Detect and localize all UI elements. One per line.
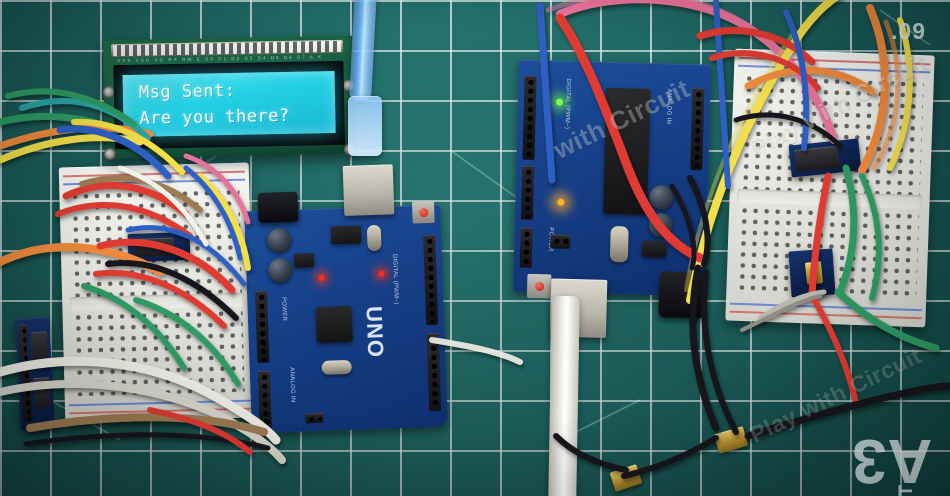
left-board-icsp-header — [305, 412, 324, 424]
right-board-regulator — [641, 240, 667, 258]
left-board-digital-header-b — [426, 332, 442, 412]
left-board-silk-digital: DIGITAL (PWM~) — [391, 253, 400, 305]
right-board-cap-2 — [648, 212, 674, 238]
left-arduino-board: UNO POWER ANALOG IN DIGITAL (PWM~) — [244, 164, 448, 434]
left-board-silk-power: POWER — [280, 296, 288, 322]
left-board-regulator — [293, 253, 315, 268]
left-board-mcu — [315, 305, 353, 344]
left-board-power-jack — [257, 191, 299, 223]
mat-size-label: A3 — [850, 426, 932, 495]
left-board-usb-connector — [342, 164, 395, 216]
lcd-bezel: Msg Sent: Are you there? — [113, 60, 345, 150]
right-board-digital-header-a — [522, 75, 537, 160]
left-board-digital-header-a — [423, 234, 439, 326]
right-board-power-header — [519, 227, 533, 268]
left-board-analog-header — [257, 370, 272, 430]
lcd-display-module: VSS VDD VO RS RW E D0 D1 D2 D3 D4 D5 D6 … — [102, 35, 357, 161]
left-bottom-radio-module — [15, 317, 55, 431]
left-board-crystal-2 — [321, 359, 352, 375]
mat-corner-number: .09 — [891, 18, 926, 44]
left-nrf-module — [127, 231, 191, 263]
left-board-cap-2 — [267, 257, 293, 283]
left-board-power-led — [318, 274, 325, 281]
right-board-digital-header-b — [520, 165, 535, 220]
right-board-power-jack — [658, 271, 706, 319]
right-board-tx-led — [557, 198, 565, 206]
left-board-power-header — [254, 290, 270, 364]
blue-usb-connector-shell — [348, 96, 382, 156]
left-breadboard — [58, 162, 256, 423]
right-board-crystal — [609, 225, 629, 263]
right-board-reset-button[interactable] — [526, 273, 552, 299]
mat-word-label: MAT — [896, 484, 918, 496]
lcd-line-2: Are you there? — [139, 105, 290, 129]
right-sma-connector — [804, 261, 824, 285]
left-board-silk-uno: UNO — [361, 305, 389, 359]
right-board-power-led — [555, 98, 564, 106]
lcd-line-1: Msg Sent: — [138, 80, 236, 103]
lcd-screen: Msg Sent: Are you there? — [122, 70, 336, 138]
right-board-icsp-header — [550, 234, 571, 249]
left-board-reset-button[interactable] — [411, 200, 435, 224]
right-board-silk-digital: DIGITAL (PWM~) — [563, 78, 571, 130]
left-board-silk-analog: ANALOG IN — [288, 367, 296, 403]
left-board-crystal-1 — [366, 224, 382, 252]
left-board-usb-chip — [330, 225, 362, 245]
left-board-cap-1 — [266, 227, 292, 253]
right-board-cap-1 — [649, 184, 674, 210]
white-usb-cable — [548, 295, 580, 496]
left-board-pin13-led — [378, 270, 385, 277]
